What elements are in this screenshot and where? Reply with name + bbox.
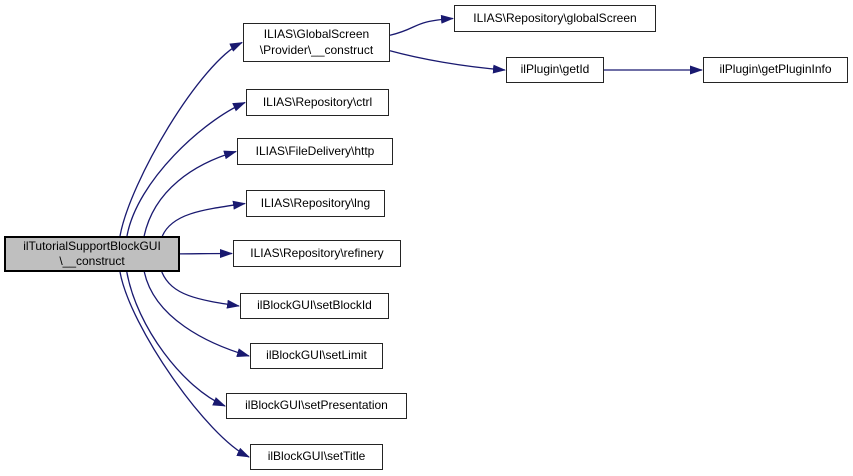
node-get-id[interactable]: ilPlugin\getId [506, 57, 604, 83]
node-set-title[interactable]: ilBlockGUI\setTitle [250, 444, 383, 470]
node-get-plugin-info[interactable]: ilPlugin\getPluginInfo [703, 57, 848, 83]
call-edge-provider-construct-to-global-screen [389, 14, 454, 36]
call-edge-construct-to-repository-ctrl [126, 101, 246, 237]
node-filedelivery-http[interactable]: ILIAS\FileDelivery\http [237, 138, 393, 165]
node-label-line: ilPlugin\getId [520, 62, 590, 77]
call-edge-construct-to-set-limit [143, 271, 250, 357]
node-repository-lng[interactable]: ILIAS\Repository\lng [246, 190, 385, 217]
node-label-line: \Provider\__construct [259, 42, 374, 57]
node-set-limit[interactable]: ilBlockGUI\setLimit [250, 343, 383, 369]
node-label-line: ilBlockGUI\setBlockId [257, 298, 372, 313]
call-edge-construct-to-set-block-id [161, 271, 240, 309]
node-label-line: ILIAS\FileDelivery\http [255, 143, 375, 158]
node-label-line: ILIAS\GlobalScreen [263, 27, 370, 41]
node-label-line: ILIAS\Repository\globalScreen [473, 10, 637, 25]
node-label-line: ilBlockGUI\setTitle [267, 449, 366, 464]
node-set-block-id[interactable]: ilBlockGUI\setBlockId [240, 293, 389, 319]
call-edge-construct-to-filedelivery-http [143, 150, 237, 237]
node-set-presentation[interactable]: ilBlockGUI\setPresentation [226, 393, 407, 419]
node-label-line: ilPlugin\getPluginInfo [719, 62, 832, 77]
node-label-line: ILIAS\Repository\ctrl [262, 94, 373, 109]
call-edge-construct-to-repository-lng [161, 200, 246, 237]
node-label-line: ilTutorialSupportBlockGUI [23, 238, 161, 253]
node-label-line: \__construct [59, 254, 125, 268]
call-edge-construct-to-set-presentation [126, 271, 226, 407]
node-label-line: ilBlockGUI\setLimit [266, 348, 367, 363]
node-label-line: ILIAS\Repository\refinery [250, 245, 384, 260]
call-edge-construct-to-provider-construct [119, 41, 243, 237]
call-edge-provider-construct-to-get-id [389, 50, 506, 74]
node-label-line: ilBlockGUI\setPresentation [245, 398, 388, 413]
node-construct: ilTutorialSupportBlockGUI\__construct [4, 236, 180, 272]
node-repository-refinery[interactable]: ILIAS\Repository\refinery [233, 240, 401, 267]
node-label-line: ILIAS\Repository\lng [260, 195, 371, 210]
call-edge-construct-to-set-title [119, 271, 250, 458]
node-repository-ctrl[interactable]: ILIAS\Repository\ctrl [246, 89, 389, 116]
node-provider-construct[interactable]: ILIAS\GlobalScreen\Provider\__construct [243, 23, 390, 62]
call-edges [119, 14, 703, 458]
node-global-screen[interactable]: ILIAS\Repository\globalScreen [454, 5, 656, 32]
